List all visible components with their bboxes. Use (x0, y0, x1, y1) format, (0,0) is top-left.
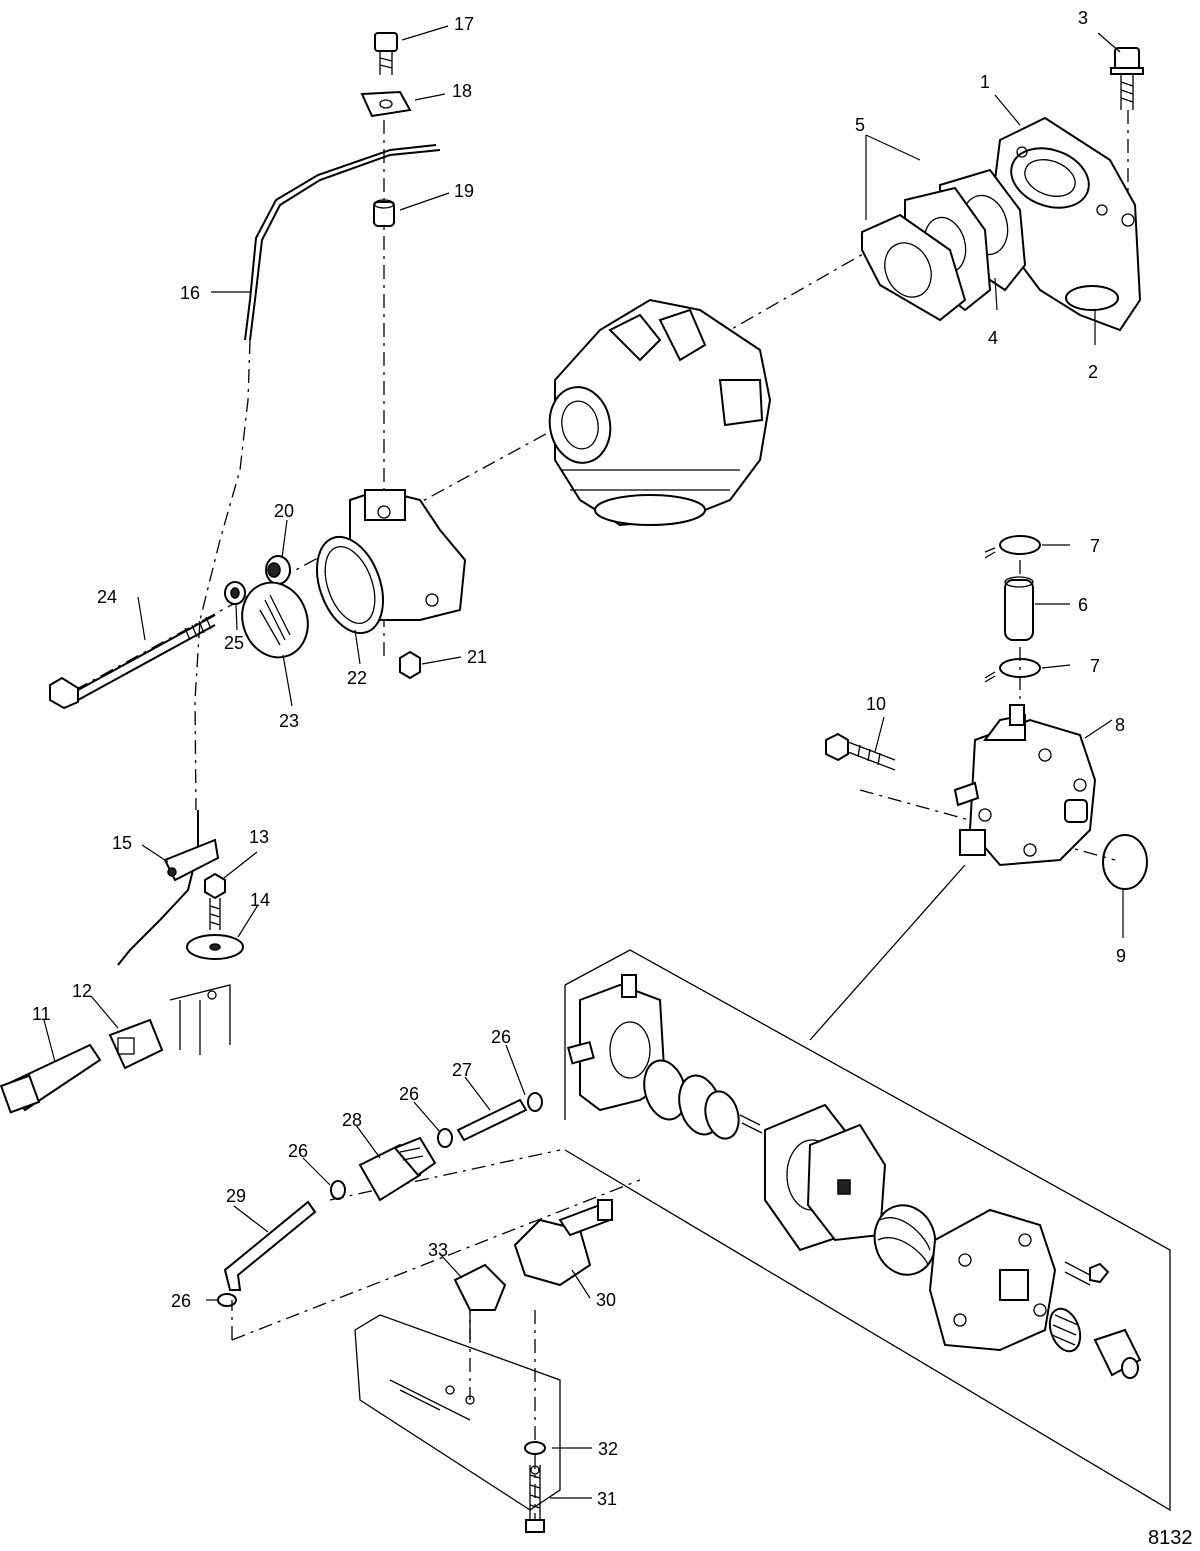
long-screw-icon[interactable] (49, 614, 216, 710)
callout-21: 21 (467, 647, 487, 667)
callout-11: 11 (32, 1004, 51, 1024)
nut-icon[interactable] (399, 650, 421, 680)
elbow-hose-icon[interactable] (223, 1200, 317, 1291)
pump-cover-icon[interactable] (928, 1208, 1057, 1352)
mount-bracket-icon[interactable] (169, 984, 231, 1055)
check-spring-icon[interactable] (1044, 1305, 1085, 1356)
callout-18: 18 (452, 81, 472, 101)
callout-4: 4 (988, 328, 998, 348)
callout-29: 29 (226, 1186, 246, 1206)
callout-2: 2 (1088, 362, 1098, 382)
leader-lines (43, 25, 1124, 1499)
callout-26c: 26 (288, 1141, 308, 1161)
line-hose-icon[interactable] (456, 1098, 528, 1142)
pump-o-ring-icon[interactable] (1102, 834, 1148, 890)
cable-icon[interactable] (117, 144, 441, 966)
clamp-icon[interactable] (984, 535, 1041, 559)
callout-19: 19 (454, 181, 474, 201)
callout-16: 16 (180, 283, 200, 303)
screw-17-icon[interactable] (374, 32, 398, 75)
bushing-icon[interactable] (265, 555, 291, 585)
fuel-pump-icon[interactable] (953, 704, 1097, 867)
o-ring-icon[interactable] (1065, 285, 1119, 311)
callout-25: 25 (224, 633, 244, 653)
washer-icon[interactable] (224, 581, 246, 605)
cover-screw-icon[interactable] (1064, 1261, 1110, 1286)
callout-1: 1 (980, 72, 990, 92)
silencer-icon[interactable] (305, 488, 467, 642)
screw-13-icon[interactable] (204, 872, 226, 930)
callout-6: 6 (1078, 595, 1088, 615)
fuel-filter-icon[interactable] (358, 1136, 437, 1202)
gasket-icon[interactable] (861, 168, 1027, 322)
callout-31: 31 (597, 1489, 617, 1509)
intake-manifold-icon[interactable] (993, 116, 1142, 332)
figure-id: 8132 (1148, 1527, 1193, 1549)
cowl-panel-icon (354, 1314, 561, 1511)
clamp-lower-icon[interactable] (984, 658, 1041, 683)
callout-23: 23 (279, 711, 299, 731)
callout-15: 15 (112, 833, 132, 853)
valve-plug-icon[interactable] (1093, 1328, 1142, 1379)
check-valve-icon[interactable] (638, 1056, 744, 1142)
callout-14: 14 (250, 890, 270, 910)
callouts: 1 2 3 4 5 6 7 7 8 9 10 11 12 13 14 15 16… (32, 8, 1126, 1509)
clamp-bracket-icon[interactable] (360, 90, 412, 118)
callout-22: 22 (347, 668, 367, 688)
hose-icon[interactable] (1004, 576, 1034, 641)
carburetor-icon[interactable] (544, 298, 772, 527)
callout-26d: 26 (171, 1291, 191, 1311)
callout-26a: 26 (491, 1027, 511, 1047)
callout-7a: 7 (1090, 536, 1100, 556)
fuel-cap-icon[interactable] (453, 1263, 507, 1340)
callout-30: 30 (596, 1290, 616, 1310)
callout-20: 20 (274, 501, 294, 521)
callout-3: 3 (1078, 8, 1088, 28)
flat-washer-icon[interactable] (186, 934, 244, 960)
callout-8: 8 (1115, 715, 1125, 735)
callout-24: 24 (97, 587, 117, 607)
cable-clamp-icon[interactable] (163, 838, 220, 882)
spacer-icon[interactable] (373, 199, 395, 227)
callout-9: 9 (1116, 946, 1126, 966)
knob-icon[interactable] (0, 1043, 102, 1114)
callout-5: 5 (855, 115, 865, 135)
callout-33: 33 (428, 1240, 448, 1260)
callout-17: 17 (454, 14, 474, 34)
callout-28: 28 (342, 1110, 362, 1130)
pump-exploded-frame (564, 864, 1171, 1512)
callout-13: 13 (249, 827, 269, 847)
bolt-icon[interactable] (1110, 47, 1144, 110)
adapter-icon[interactable] (108, 1018, 164, 1070)
small-screw-icon[interactable] (739, 1114, 763, 1134)
callout-32: 32 (598, 1439, 618, 1459)
spring-icon[interactable] (867, 1198, 943, 1281)
screen-icon[interactable] (232, 573, 318, 666)
callout-12: 12 (72, 981, 92, 1001)
callout-26b: 26 (399, 1084, 419, 1104)
pump-screw-icon[interactable] (825, 732, 896, 771)
callout-27: 27 (452, 1060, 472, 1080)
fuel-connector-icon[interactable] (513, 1199, 613, 1287)
callout-10: 10 (866, 694, 886, 714)
callout-7b: 7 (1090, 656, 1100, 676)
mount-screw-icon[interactable] (524, 1441, 546, 1533)
